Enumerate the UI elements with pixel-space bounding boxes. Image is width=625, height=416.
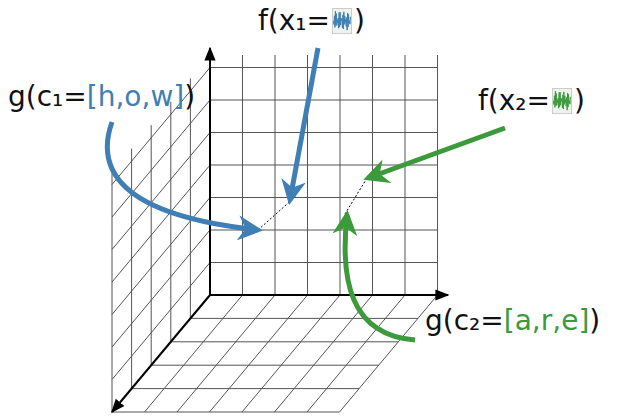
depth-axis bbox=[112, 295, 210, 412]
function-text: g(c₂= bbox=[425, 304, 504, 338]
grid-line bbox=[340, 295, 438, 412]
waveform-icon bbox=[552, 88, 572, 114]
grid-line bbox=[112, 100, 210, 217]
grid-line bbox=[112, 230, 210, 347]
horizontal-axis bbox=[209, 294, 448, 296]
waveform-trace bbox=[554, 91, 571, 110]
text-embedding-arrow bbox=[107, 122, 258, 230]
grid-line bbox=[242, 295, 340, 412]
function-text: ) bbox=[184, 80, 195, 114]
waveform-frame bbox=[553, 89, 572, 114]
grid-line bbox=[132, 388, 360, 389]
audio-embedding-arrow bbox=[290, 48, 318, 200]
grid-line bbox=[437, 55, 438, 295]
grid-line bbox=[210, 295, 308, 412]
grid-line bbox=[112, 263, 210, 380]
grid-line bbox=[112, 198, 210, 315]
grid-line bbox=[131, 149, 132, 389]
token-sequence: [h,o,w] bbox=[87, 80, 184, 114]
token-sequence: [a,r,e] bbox=[504, 304, 590, 338]
audio-embedding-arrow bbox=[368, 128, 505, 178]
formula-label: g(c₂=[a,r,e]) bbox=[425, 304, 600, 338]
function-text: ) bbox=[574, 84, 585, 118]
grid-line bbox=[210, 262, 438, 263]
waveform-frame bbox=[333, 9, 352, 34]
grid-line bbox=[112, 172, 113, 412]
grid-line bbox=[405, 55, 406, 295]
grid-line bbox=[112, 165, 210, 282]
grid-line bbox=[210, 132, 438, 133]
formula-label: g(c₁=[h,o,w]) bbox=[8, 80, 195, 114]
grid-line bbox=[151, 125, 152, 365]
grid-line bbox=[151, 365, 379, 366]
grid-line bbox=[145, 295, 243, 412]
grid-line bbox=[112, 412, 340, 413]
distance-line bbox=[258, 196, 296, 230]
waveform-trace bbox=[334, 11, 351, 30]
waveform-icon bbox=[332, 8, 352, 34]
grid-line bbox=[210, 197, 438, 198]
function-text: ) bbox=[589, 304, 600, 338]
distance-line bbox=[345, 178, 367, 214]
grid-line bbox=[340, 55, 341, 295]
vertical-axis bbox=[209, 48, 211, 296]
grid-line bbox=[242, 55, 243, 295]
grid-line bbox=[275, 55, 276, 295]
function-text: g(c₁= bbox=[8, 80, 87, 114]
grid-line bbox=[210, 100, 438, 101]
grid-line bbox=[190, 318, 418, 319]
grid-line bbox=[210, 67, 438, 68]
grid-line bbox=[171, 341, 398, 342]
function-text: f(x₁= bbox=[258, 4, 330, 38]
formula-label: f(x₁=) bbox=[258, 4, 365, 38]
text-embedding-arrow bbox=[345, 215, 415, 340]
grid-line bbox=[177, 295, 275, 412]
grid-line bbox=[170, 102, 171, 342]
function-text: f(x₂= bbox=[478, 84, 550, 118]
grid-line bbox=[275, 295, 373, 412]
function-text: ) bbox=[354, 4, 365, 38]
grid-line bbox=[190, 78, 191, 318]
grid-line bbox=[307, 295, 405, 412]
formula-label: f(x₂=) bbox=[478, 84, 585, 118]
